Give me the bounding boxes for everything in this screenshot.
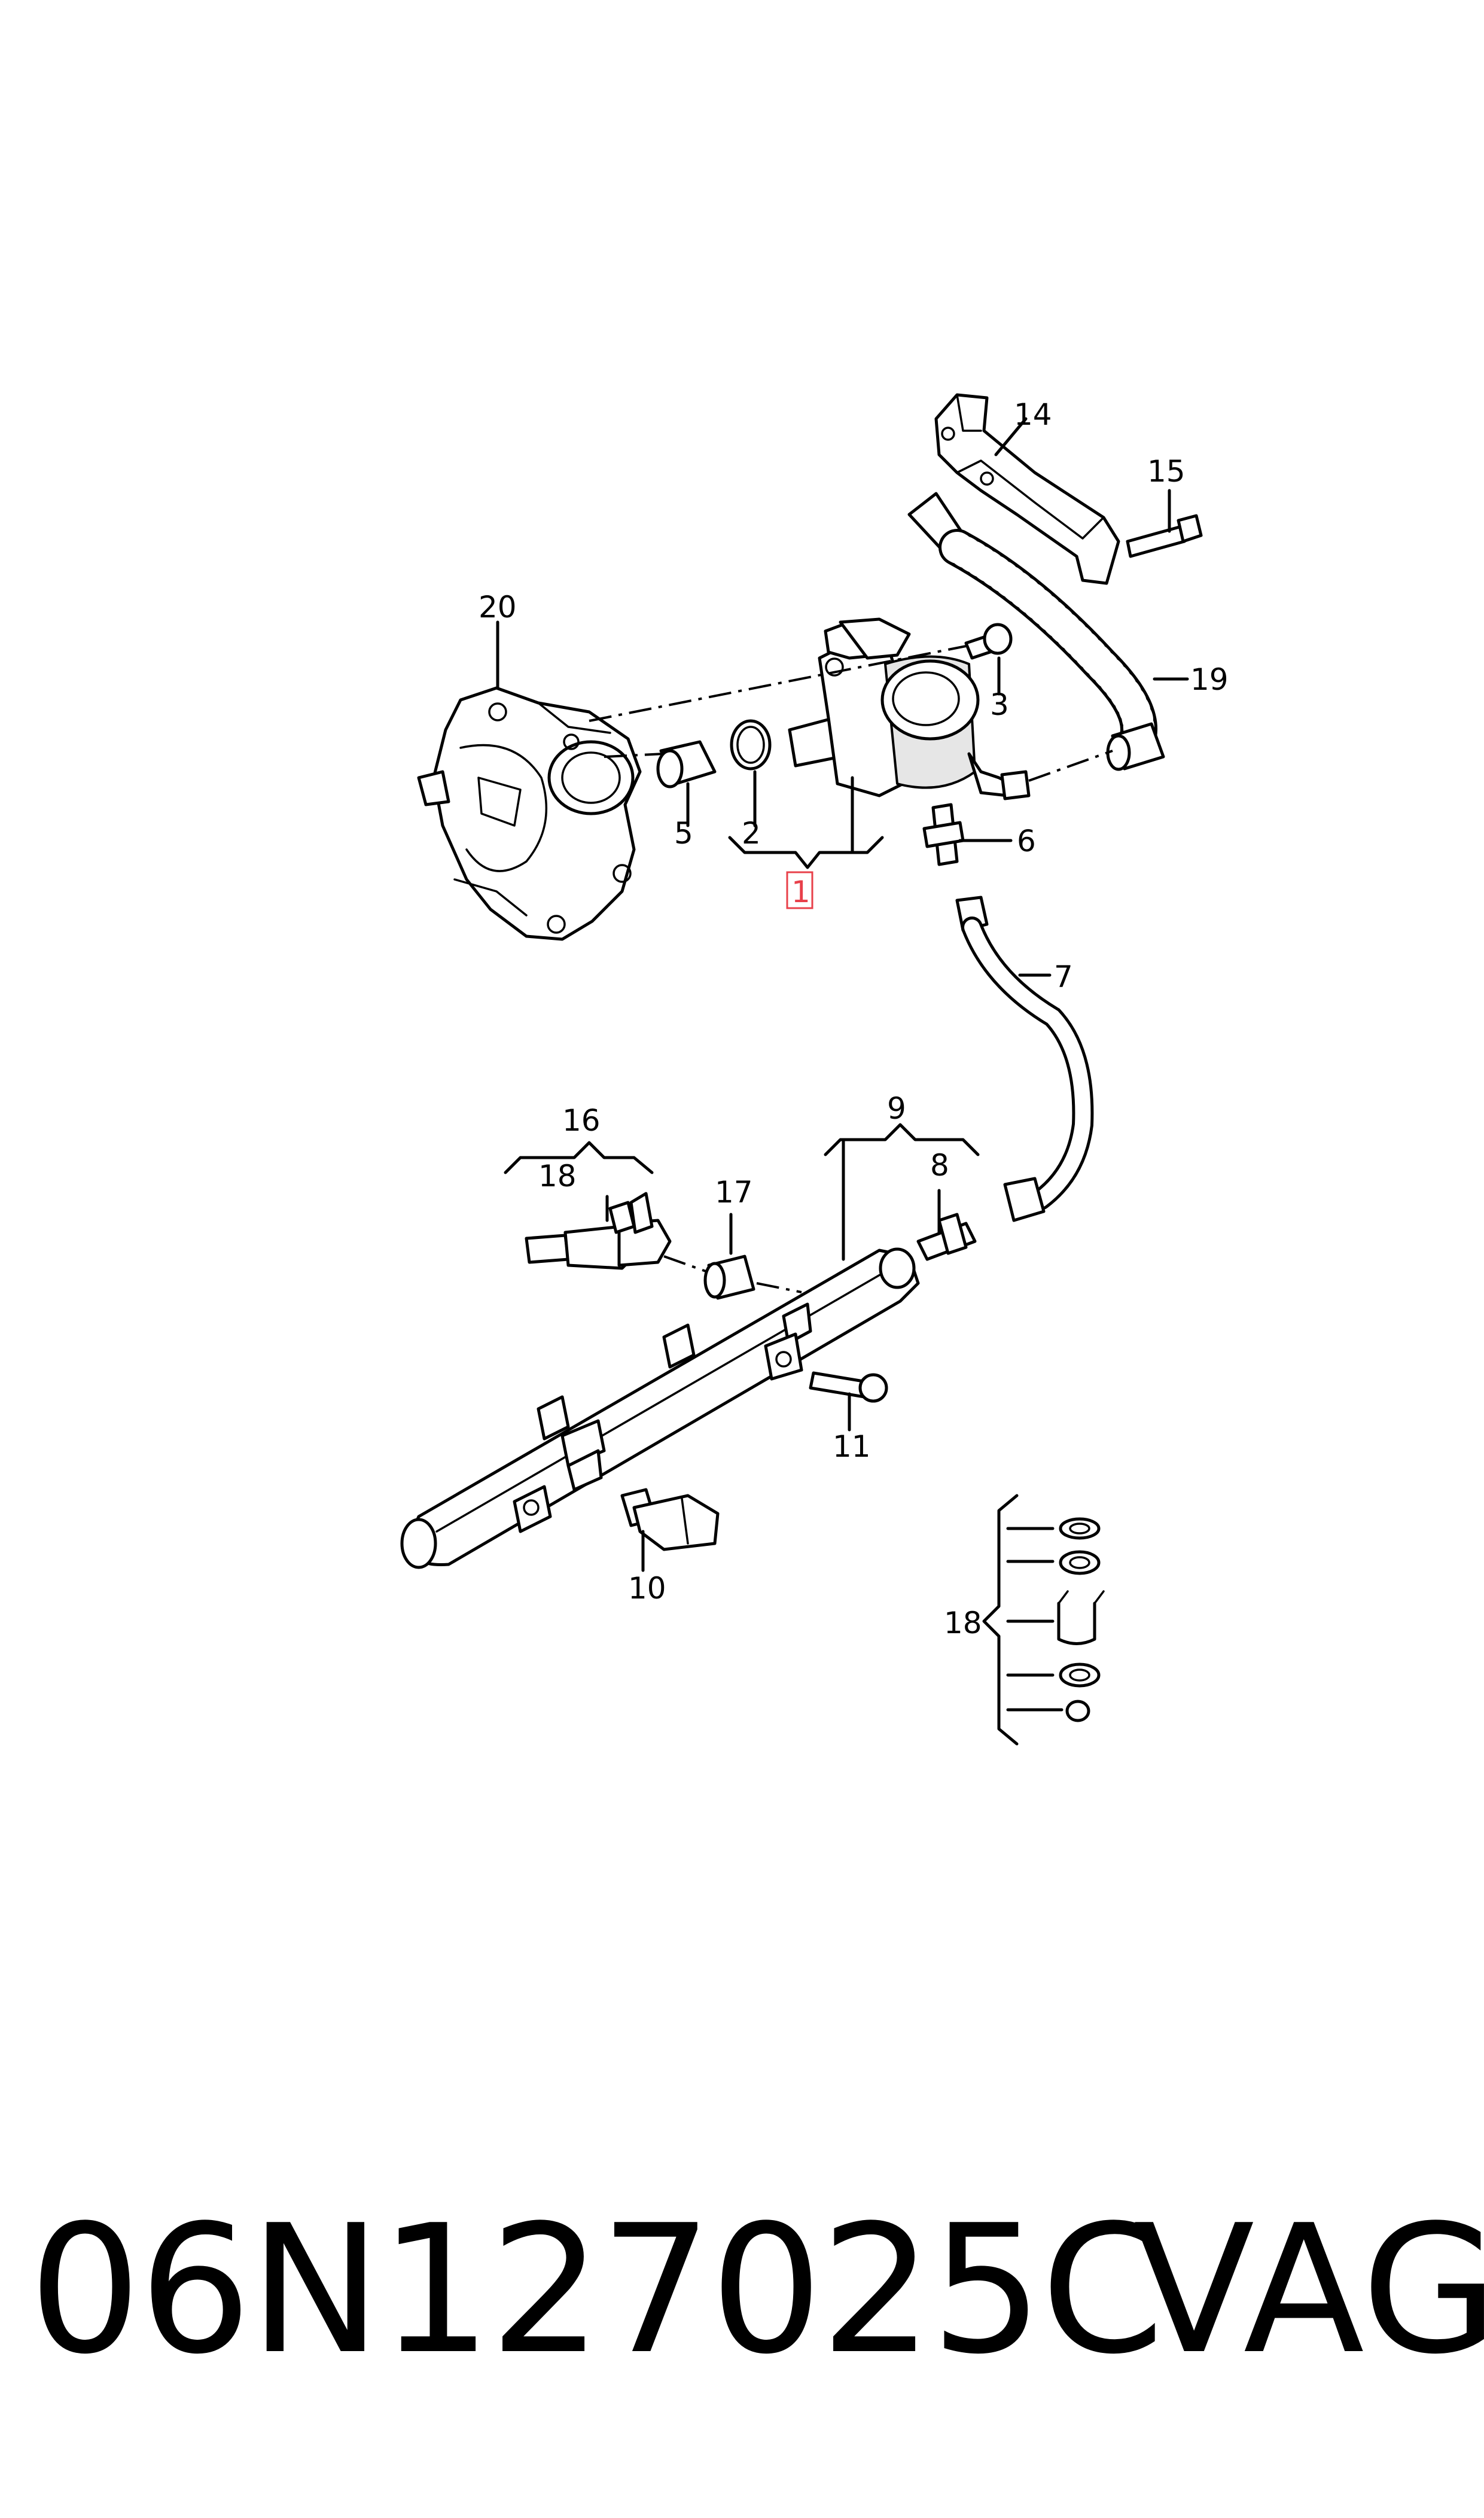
callout-2: 2 xyxy=(742,816,761,851)
callout-15: 15 xyxy=(1147,454,1186,489)
part-1-high-pressure-pump: 1 xyxy=(728,617,1031,909)
callout-18-on-injector: 18 xyxy=(538,1159,577,1193)
part-3-bolt: 3 xyxy=(964,623,1013,722)
part-5-bushing: 5 xyxy=(656,740,717,851)
assembly-line-bushing xyxy=(604,753,665,758)
callout-10: 10 xyxy=(628,1571,666,1606)
part-10-pressure-sensor: 10 xyxy=(620,1488,720,1606)
callout-9: 9 xyxy=(887,1091,906,1126)
part-number: 06N127025C xyxy=(29,2187,1165,2393)
part-20-pump-housing: 20 xyxy=(417,590,642,941)
assembly-line-clip xyxy=(756,1282,802,1293)
part-9-fuel-rail: 9 xyxy=(400,1091,980,1569)
callout-8: 8 xyxy=(930,1148,949,1183)
callout-7: 7 xyxy=(1054,960,1073,994)
callout-6: 6 xyxy=(1017,824,1036,858)
part-2-o-ring: 2 xyxy=(730,719,772,851)
callout-18-kit: 18 xyxy=(944,1606,982,1640)
callout-16: 16 xyxy=(562,1103,601,1138)
part-19-hose: 19 xyxy=(907,492,1229,771)
part-18-seal-kit: 18 xyxy=(944,1494,1105,1746)
part-16-injector: 16 18 xyxy=(504,1103,672,1270)
brand-name: VAG xyxy=(1133,2187,1484,2393)
callout-1: 1 xyxy=(791,875,810,909)
callout-11: 11 xyxy=(833,1429,871,1464)
part-7-pressure-line: 7 xyxy=(955,896,1094,1222)
part-6-union: 6 xyxy=(922,803,1036,866)
assembly-line-injector xyxy=(663,1255,706,1272)
part-17-clip: 17 xyxy=(703,1175,755,1300)
part-8-union: 8 xyxy=(916,1148,977,1261)
assembly-line-hose xyxy=(1028,750,1113,782)
callout-3: 3 xyxy=(990,687,1009,722)
part-11-bolt: 11 xyxy=(809,1371,888,1464)
part-14-bracket: 14 xyxy=(934,393,1120,585)
callout-1-highlight-box xyxy=(786,871,813,909)
callout-17: 17 xyxy=(715,1175,753,1210)
callout-5: 5 xyxy=(674,816,693,851)
callout-19: 19 xyxy=(1190,662,1229,697)
callout-14: 14 xyxy=(1014,397,1052,432)
part-15-bolt: 15 xyxy=(1126,454,1203,558)
callout-20: 20 xyxy=(479,590,517,625)
